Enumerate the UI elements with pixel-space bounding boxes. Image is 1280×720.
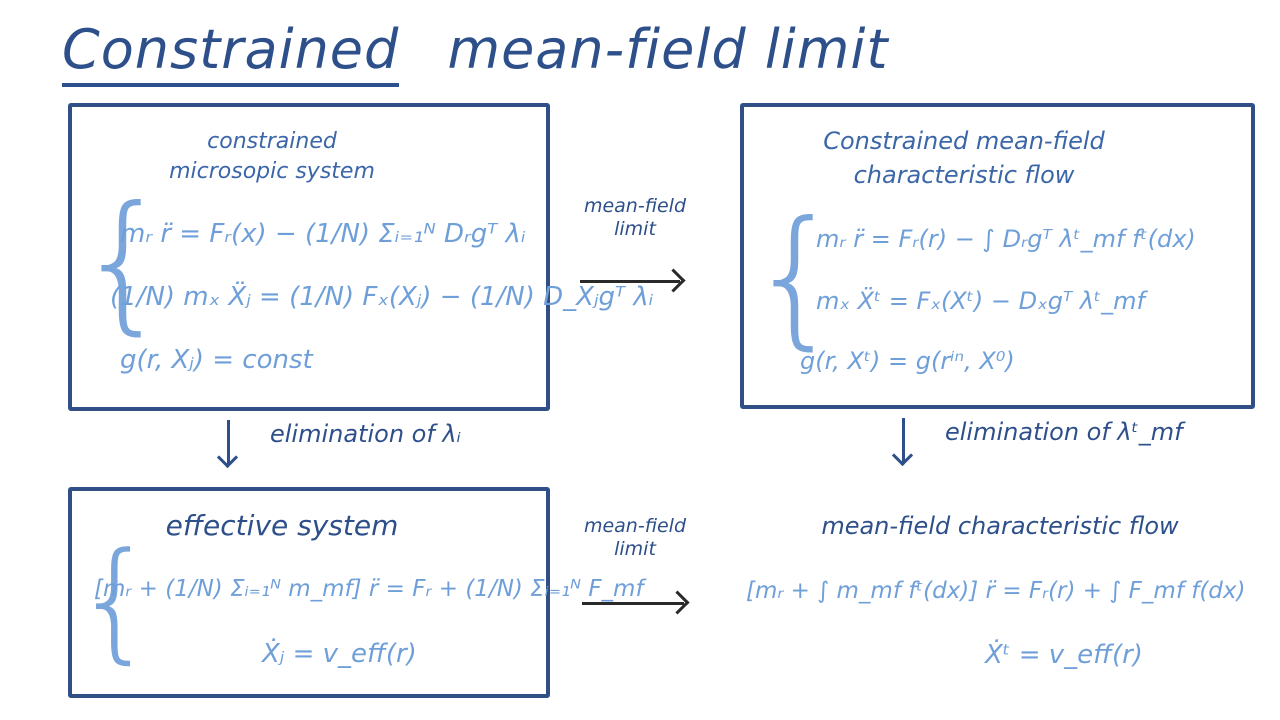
- label-line: mean-field: [583, 515, 687, 537]
- elimination-label-left: elimination of λᵢ: [270, 420, 461, 448]
- equation: g(r, Xⱼ) = const: [120, 345, 313, 375]
- label-line: mean-field: [583, 195, 687, 217]
- elimination-label-right: elimination of λᵗ_mf: [945, 418, 1183, 446]
- label-line: microsopic system: [169, 158, 375, 184]
- diagram-title: Constrained mean-field limit: [62, 18, 889, 87]
- equation: mᵣ r̈ = Fᵣ(r) − ∫ Dᵣgᵀ λᵗ_mf fᵗ(dx): [816, 225, 1196, 253]
- mean-field-flow-label: Constrained mean-field characteristic fl…: [764, 125, 1164, 192]
- label-line: Constrained mean-field: [823, 127, 1105, 155]
- microscopic-system-box: constrained microsopic system { mᵣ r̈ = …: [68, 103, 653, 411]
- down-arrow-icon: [227, 420, 230, 464]
- mean-field-limit-label-top: mean-field limit: [570, 195, 700, 241]
- equation: Ẋⱼ = v_eff(r): [262, 639, 417, 669]
- right-arrow-icon: [582, 602, 684, 605]
- label-line: limit: [614, 217, 656, 240]
- right-arrow-icon: [580, 280, 680, 283]
- equation: mₓ Ẍᵗ = Fₓ(Xᵗ) − Dₓgᵀ λᵗ_mf: [816, 287, 1145, 315]
- equation: [mᵣ + (1/N) Σᵢ₌₁ᴺ m_mf] r̈ = Fᵣ + (1/N) …: [94, 576, 644, 602]
- equation: mᵣ r̈ = Fᵣ(x) − (1/N) Σᵢ₌₁ᴺ Dᵣgᵀ λᵢ: [120, 219, 526, 249]
- effective-system-box: effective system { [mᵣ + (1/N) Σᵢ₌₁ᴺ m_m…: [68, 487, 644, 698]
- equation: g(r, Xᵗ) = g(rⁱⁿ, X⁰): [800, 347, 1015, 375]
- left-brace: {: [748, 190, 844, 364]
- label-line: constrained: [207, 129, 337, 154]
- mean-field-flow-box: Constrained mean-field characteristic fl…: [740, 103, 1255, 409]
- down-arrow-icon: [902, 418, 905, 462]
- effective-system-label: effective system: [165, 509, 399, 542]
- mean-field-limit-label-bottom: mean-field limit: [570, 515, 700, 561]
- title-underlined: Constrained: [62, 18, 400, 87]
- title-rest: mean-field limit: [447, 18, 889, 81]
- label-line: limit: [614, 537, 656, 560]
- label-line: characteristic flow: [853, 160, 1075, 189]
- equation: (1/N) mₓ Ẍⱼ = (1/N) Fₓ(Xⱼ) − (1/N) D_Xⱼg…: [110, 282, 654, 312]
- left-brace: {: [76, 175, 172, 349]
- equation: [mᵣ + ∫ m_mf fᵗ(dx)] r̈ = Fᵣ(r) + ∫ F_mf…: [746, 578, 1246, 604]
- equation: Ẋᵗ = v_eff(r): [985, 640, 1143, 670]
- left-brace: {: [74, 524, 157, 676]
- mean-field-characteristic-flow-label: mean-field characteristic flow: [821, 512, 1179, 540]
- microscopic-system-label: constrained microsopic system: [72, 127, 472, 186]
